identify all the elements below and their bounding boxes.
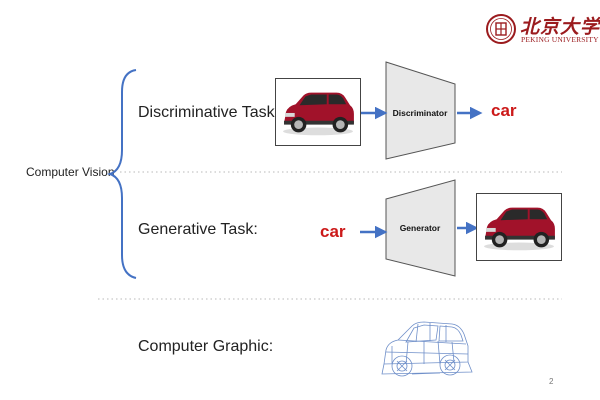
- generated-car-photo: [476, 193, 562, 261]
- peking-university-seal-icon: [486, 14, 516, 44]
- logo-english-name: PEKING UNIVERSITY: [521, 35, 599, 44]
- discriminator-output-text: car: [491, 101, 517, 120]
- red-suv-photo-icon: [276, 79, 360, 145]
- curly-brace: [106, 69, 137, 279]
- input-car-photo: [275, 78, 361, 146]
- generator-block: [385, 179, 456, 277]
- suv-wireframe-icon: [381, 321, 473, 377]
- generator-label: Generator: [399, 223, 441, 233]
- red-suv-photo-icon: [477, 194, 561, 260]
- computer-graphic-label: Computer Graphic:: [138, 338, 274, 355]
- discriminator-block: [385, 61, 456, 160]
- generative-task-label: Generative Task:: [138, 221, 258, 238]
- discriminative-task-label: Discriminative Task:: [138, 104, 280, 121]
- logo-chinese-name: 北京大学: [520, 16, 600, 38]
- root-label: Computer Vision: [26, 165, 115, 179]
- page-number: 2: [549, 377, 554, 386]
- discriminator-label: Discriminator: [392, 108, 448, 118]
- generator-input-text: car: [320, 222, 346, 241]
